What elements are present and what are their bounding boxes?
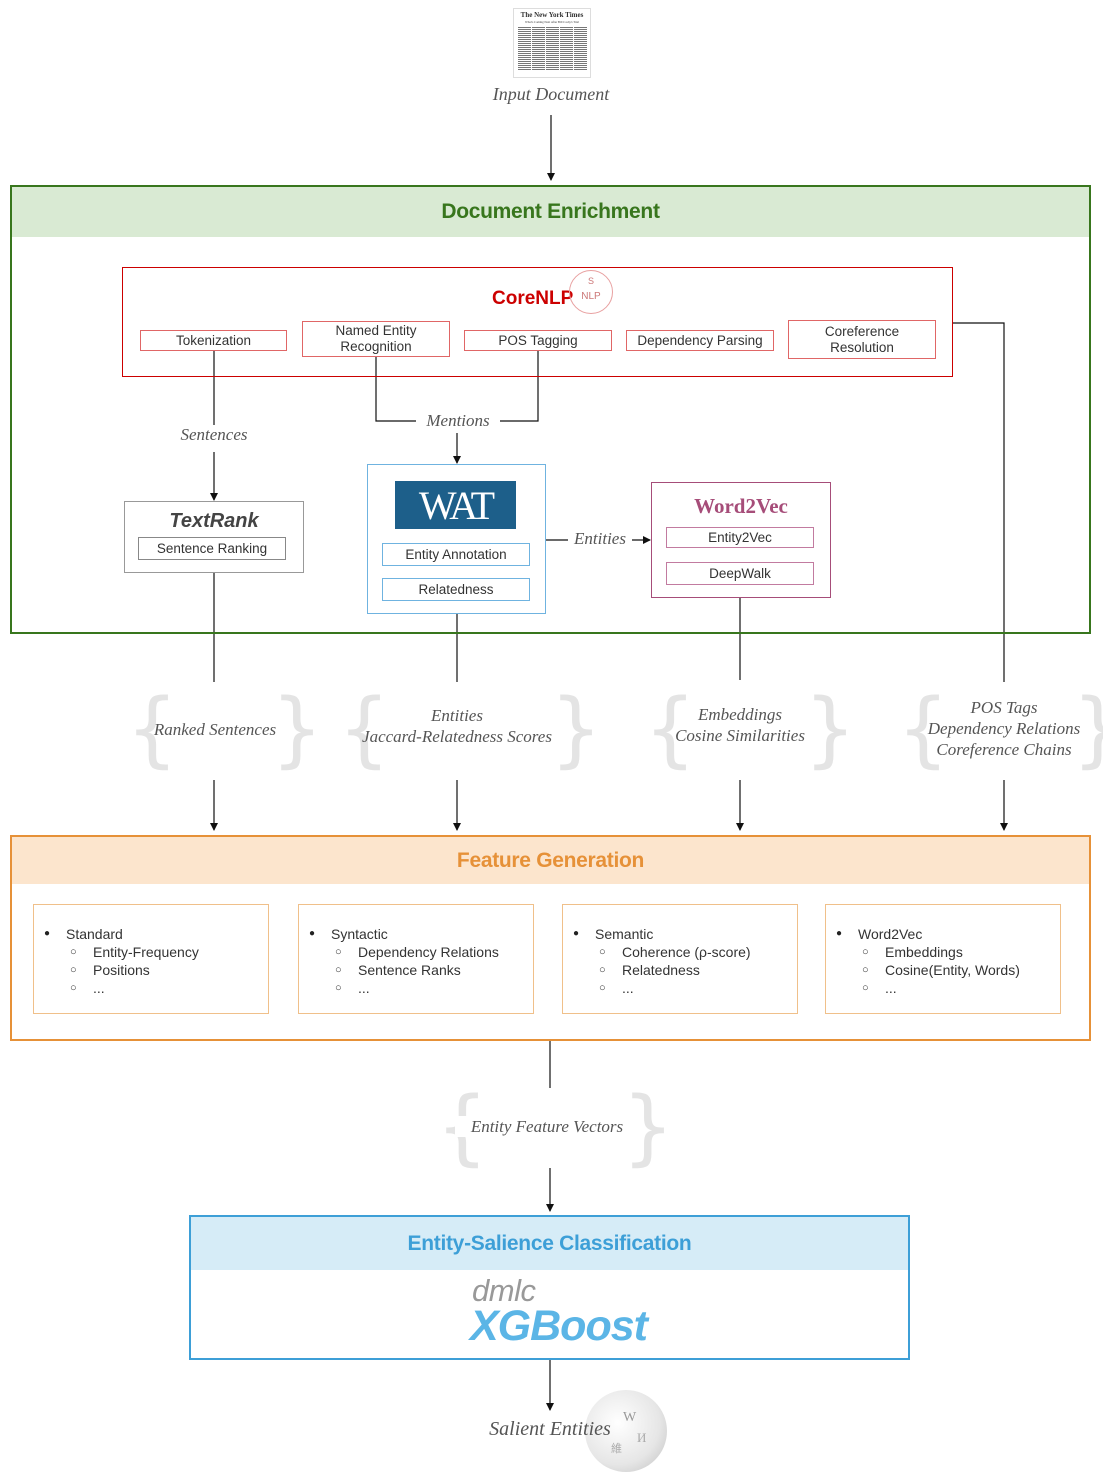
embeddings-output: Embeddings Cosine Similarities: [660, 704, 820, 746]
output-line: POS Tags: [970, 698, 1038, 717]
newspaper-headline: What's Coming Next After Bill Cosby's Tr…: [525, 20, 579, 24]
feature-group-semantic: Semantic Coherence (ρ-score) Relatedness…: [562, 904, 798, 1014]
feature-item: Dependency Relations: [299, 943, 533, 961]
corenlp-box: CoreNLP S NLP: [122, 267, 953, 377]
feature-group-name: Syntactic: [299, 925, 533, 943]
dmlc-logo: dmlc: [472, 1273, 536, 1308]
pos-tagging-module: POS Tagging: [464, 330, 612, 351]
left-brace-icon: {: [126, 682, 179, 777]
globe-glyph: 維: [611, 1443, 622, 1455]
wat-logo: WAT: [395, 481, 516, 529]
output-line: Dependency Relations: [927, 719, 1081, 738]
corenlp-title: CoreNLP: [492, 288, 574, 309]
right-brace-icon: }: [271, 682, 324, 777]
feature-group-word2vec: Word2Vec Embeddings Cosine(Entity, Words…: [825, 904, 1061, 1014]
output-line: Embeddings: [697, 705, 783, 724]
wikipedia-globe-icon: W И 維: [585, 1390, 667, 1472]
feature-group-name: Word2Vec: [826, 925, 1060, 943]
classification-header: Entity-Salience Classification: [191, 1217, 908, 1270]
feature-group-syntactic: Syntactic Dependency Relations Sentence …: [298, 904, 534, 1014]
tokenization-module: Tokenization: [140, 330, 287, 351]
coreference-resolution-module: Coreference Resolution: [788, 320, 936, 359]
word2vec-box: Word2Vec: [651, 482, 831, 598]
entity2vec-module: Entity2Vec: [666, 527, 814, 548]
feature-group-name: Standard: [34, 925, 268, 943]
newspaper-logo: The New York Times: [520, 11, 584, 19]
entity-annotation-module: Entity Annotation: [382, 543, 530, 566]
feature-generation-title: Feature Generation: [456, 848, 645, 872]
feature-item: Entity-Frequency: [34, 943, 268, 961]
salient-entities-label: Salient Entities: [489, 1418, 611, 1440]
output-line: Coreference Chains: [936, 740, 1072, 759]
feature-group-name: Semantic: [563, 925, 797, 943]
feature-item: Positions: [34, 961, 268, 979]
feature-item: Embeddings: [826, 943, 1060, 961]
sentences-label: Sentences: [180, 425, 248, 444]
left-brace-icon: {: [338, 682, 391, 777]
document-enrichment-title: Document Enrichment: [441, 200, 660, 223]
ranked-sentences-output: Ranked Sentences: [145, 719, 285, 740]
feature-item: Coherence (ρ-score): [563, 943, 797, 961]
mentions-label: Mentions: [426, 411, 490, 430]
entities-edge-label: Entities: [574, 529, 626, 548]
output-line: Jaccard-Relatedness Scores: [362, 727, 552, 746]
textrank-title: TextRank: [169, 510, 259, 532]
classification-panel: Entity-Salience Classification: [189, 1215, 910, 1360]
seal-text: NLP: [581, 291, 601, 302]
relatedness-module: Relatedness: [382, 578, 530, 601]
globe-glyph: И: [637, 1430, 647, 1445]
newspaper-icon: The New York Times What's Coming Next Af…: [513, 8, 591, 78]
feature-generation-panel: Feature Generation: [10, 835, 1091, 1041]
document-enrichment-panel: Document Enrichment: [10, 185, 1091, 634]
word2vec-title: Word2Vec: [694, 494, 788, 518]
output-line: Entities: [431, 706, 483, 725]
feature-group-standard: Standard Entity-Frequency Positions ...: [33, 904, 269, 1014]
seal-letter: S: [587, 276, 594, 286]
textrank-box: TextRank: [124, 501, 304, 573]
entity-feature-vectors-label: Entity Feature Vectors: [455, 1116, 639, 1137]
wat-box: [367, 464, 546, 614]
feature-item: Sentence Ranks: [299, 961, 533, 979]
feature-item: ...: [299, 979, 533, 997]
feature-item: Cosine(Entity, Words): [826, 961, 1060, 979]
feature-item: ...: [34, 979, 268, 997]
document-enrichment-header: Document Enrichment: [12, 187, 1089, 237]
entities-relatedness-output: Entities Jaccard-Relatedness Scores: [352, 705, 562, 747]
xgboost-logo: XGBoost: [470, 1302, 648, 1350]
stanford-nlp-seal-icon: S NLP: [569, 270, 613, 314]
left-brace-icon: {: [644, 682, 697, 777]
feature-item: ...: [563, 979, 797, 997]
right-brace-icon: }: [1072, 682, 1103, 778]
left-brace-icon: {: [897, 682, 950, 777]
output-line: Ranked Sentences: [153, 720, 277, 739]
dependency-parsing-module: Dependency Parsing: [626, 330, 774, 351]
input-document-label: Input Document: [492, 84, 610, 104]
classification-title: Entity-Salience Classification: [407, 1231, 692, 1255]
wat-logo-text: WAT: [418, 482, 495, 528]
deepwalk-module: DeepWalk: [666, 562, 814, 585]
sentence-ranking-module: Sentence Ranking: [138, 537, 286, 560]
named-entity-recognition-module: Named Entity Recognition: [302, 321, 450, 357]
right-brace-icon: }: [804, 682, 857, 777]
output-line: Cosine Similarities: [675, 726, 805, 745]
globe-glyph: W: [623, 1410, 637, 1425]
right-brace-icon: }: [550, 682, 603, 777]
feature-generation-header: Feature Generation: [12, 837, 1089, 884]
syntactic-output: POS Tags Dependency Relations Coreferenc…: [918, 697, 1090, 760]
feature-item: Relatedness: [563, 961, 797, 979]
feature-item: ...: [826, 979, 1060, 997]
